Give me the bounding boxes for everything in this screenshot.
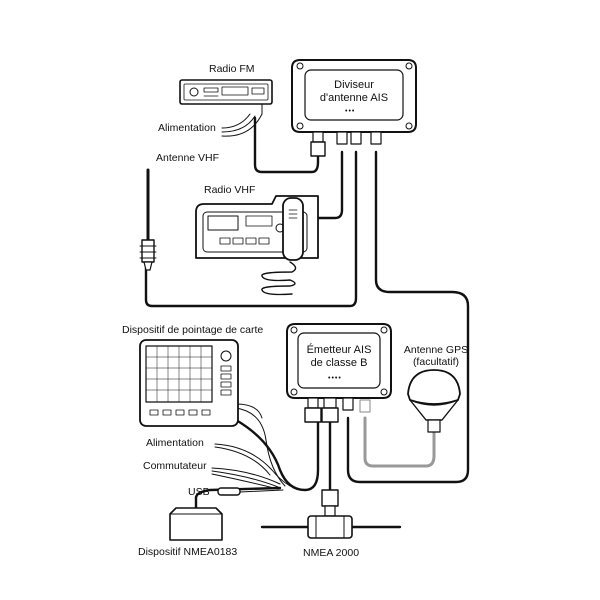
cable-nmea0183 [194, 486, 282, 510]
vhf-radio [195, 195, 319, 296]
label-gps-line2: (facultatif) [412, 356, 460, 368]
vhf-antenna [139, 168, 157, 271]
label-alimentation-bottom: Alimentation [146, 437, 204, 449]
cable-fm-to-splitter [253, 116, 320, 174]
label-nmea2000: NMEA 2000 [303, 547, 360, 559]
usb-plug [217, 487, 241, 496]
label-antenne-vhf: Antenne VHF [156, 152, 220, 164]
splitter-title: Diviseur d'antenne AIS [305, 79, 403, 105]
cable-splitter-to-transponder [346, 150, 470, 484]
label-radio-fm: Radio FM [209, 63, 255, 75]
fm-radio [179, 79, 273, 105]
cable-chartplotter-to-transponder [234, 416, 320, 492]
transponder-indicator: •••• [328, 375, 342, 382]
splitter-title-line2: d'antenne AIS [319, 92, 389, 104]
splitter-title-line1: Diviseur [334, 79, 374, 91]
transponder-title-line1: Émetteur AIS [306, 344, 372, 356]
nmea0183-device [169, 507, 223, 541]
nmea2000-backbone [260, 489, 402, 539]
gps-antenna [407, 369, 461, 433]
transponder-title: Émetteur AIS de classe B [298, 344, 380, 370]
ais-splitter [291, 59, 417, 157]
label-gps-line1: Antenne GPS [403, 344, 469, 356]
cable-vhf-antenna-to-splitter [144, 150, 358, 308]
ais-transponder [286, 323, 392, 423]
cable-vhf-radio-to-splitter [308, 150, 344, 220]
splitter-indicator: ••• [345, 108, 356, 115]
chartplotter [139, 339, 239, 427]
label-commutateur: Commutateur [143, 460, 207, 472]
label-chartplotter: Dispositif de pointage de carte [122, 324, 264, 336]
label-usb: USB [188, 486, 210, 498]
label-alimentation-top: Alimentation [158, 122, 216, 134]
cables [144, 116, 470, 510]
label-gps: Antenne GPS (facultatif) [396, 344, 476, 368]
transponder-title-line2: de classe B [310, 357, 368, 369]
cable-gps [363, 416, 436, 468]
label-radio-vhf: Radio VHF [204, 184, 256, 196]
chartplotter-wires [211, 403, 291, 493]
label-nmea0183: Dispositif NMEA0183 [138, 546, 238, 558]
